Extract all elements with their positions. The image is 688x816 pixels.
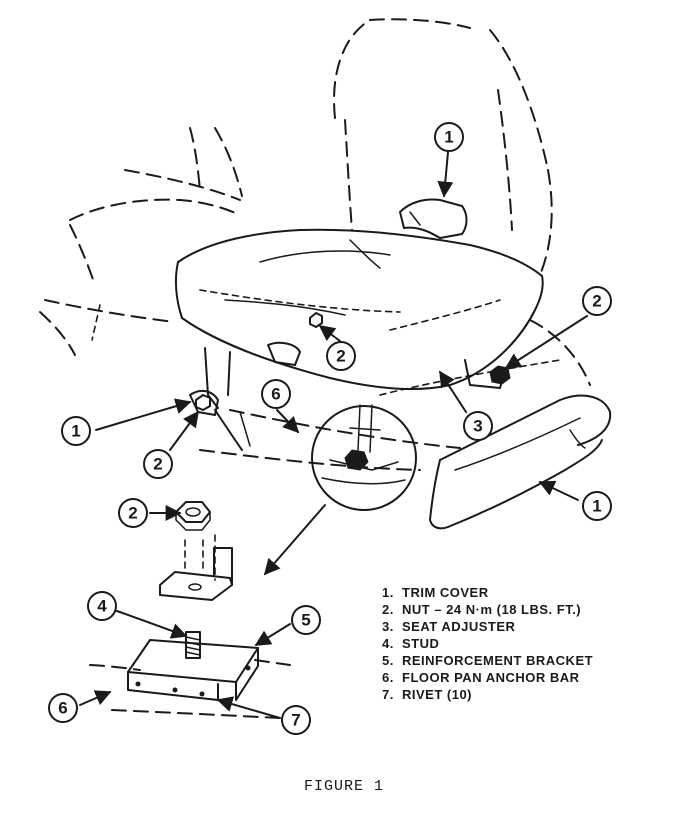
callout-6-top: 6 bbox=[261, 379, 291, 409]
svg-text:2: 2 bbox=[592, 292, 601, 311]
legend-num-6: 6. bbox=[382, 670, 394, 685]
anchor-bar-dashed bbox=[89, 659, 291, 719]
svg-text:2: 2 bbox=[336, 347, 345, 366]
legend-num-7: 7. bbox=[382, 687, 394, 702]
svg-text:2: 2 bbox=[153, 455, 162, 474]
svg-text:1: 1 bbox=[71, 422, 80, 441]
svg-text:5: 5 bbox=[301, 611, 310, 630]
trim-cover-upper bbox=[399, 198, 468, 239]
legend-num-4: 4. bbox=[382, 636, 394, 651]
callout-1-lower: 1 bbox=[582, 491, 612, 521]
callout-2-right: 2 bbox=[582, 286, 612, 316]
legend-num-1: 1. bbox=[382, 585, 394, 600]
legend-num-2: 2. bbox=[382, 602, 394, 617]
seat-back-outline bbox=[333, 18, 553, 276]
seat-cushion bbox=[174, 228, 544, 390]
left-seat-outline bbox=[39, 127, 243, 356]
leader-lines bbox=[79, 151, 588, 719]
svg-text:7: 7 bbox=[291, 711, 300, 730]
center-nut bbox=[309, 312, 323, 328]
legend-item-3: SEAT ADJUSTER bbox=[402, 619, 516, 634]
callout-1-left: 1 bbox=[61, 416, 91, 446]
callout-2-exploded: 2 bbox=[118, 498, 148, 528]
parts-legend: 1. TRIM COVER 2. NUT – 24 N·m (18 LBS. F… bbox=[382, 585, 593, 702]
figure-caption: FIGURE 1 bbox=[303, 778, 384, 795]
legend-item-5: REINFORCEMENT BRACKET bbox=[402, 653, 593, 668]
legend-item-2: NUT – 24 N·m (18 LBS. FT.) bbox=[402, 602, 581, 617]
right-adjuster-nut bbox=[489, 365, 511, 385]
floor-pan-anchor-bar bbox=[199, 319, 591, 471]
legend-item-4: STUD bbox=[402, 636, 439, 651]
callout-3: 3 bbox=[463, 411, 493, 441]
svg-text:1: 1 bbox=[444, 128, 453, 147]
svg-text:6: 6 bbox=[271, 385, 280, 404]
svg-text:1: 1 bbox=[592, 497, 601, 516]
trim-cover-lower bbox=[429, 394, 612, 530]
callout-5: 5 bbox=[291, 605, 321, 635]
exploded-nut bbox=[175, 501, 211, 531]
legend-num-5: 5. bbox=[382, 653, 394, 668]
legend-item-6: FLOOR PAN ANCHOR BAR bbox=[402, 670, 580, 685]
left-nut bbox=[195, 394, 211, 411]
callout-2-center: 2 bbox=[326, 341, 356, 371]
reinforcement-bracket bbox=[127, 639, 259, 701]
stud-part bbox=[185, 631, 201, 659]
svg-text:3: 3 bbox=[473, 417, 482, 436]
callout-2-left: 2 bbox=[143, 449, 173, 479]
svg-text:2: 2 bbox=[128, 504, 137, 523]
adjuster-bracket bbox=[159, 547, 233, 601]
detail-magnifier bbox=[311, 404, 417, 511]
svg-text:6: 6 bbox=[58, 699, 67, 718]
svg-text:4: 4 bbox=[97, 597, 107, 616]
callout-6-bottom: 6 bbox=[48, 693, 78, 723]
callout-7: 7 bbox=[281, 705, 311, 735]
legend-num-3: 3. bbox=[382, 619, 394, 634]
legend-item-1: TRIM COVER bbox=[402, 585, 489, 600]
callout-1-top: 1 bbox=[434, 122, 464, 152]
legend-item-7: RIVET (10) bbox=[402, 687, 472, 702]
callout-4: 4 bbox=[87, 591, 117, 621]
